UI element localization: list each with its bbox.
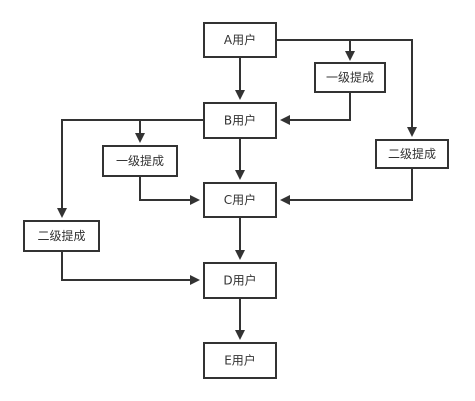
node-level1-commission-ab-label: 一级提成	[326, 70, 374, 85]
edge-b-to-level1-commission-bc	[135, 119, 204, 143]
node-d-user-label: D用户	[223, 273, 256, 288]
node-e-user-label: E用户	[224, 353, 256, 368]
edges	[57, 39, 417, 340]
node-d-user: D用户	[203, 262, 277, 299]
node-c-user-label: C用户	[224, 192, 256, 207]
node-a-user: A用户	[203, 22, 277, 58]
node-level2-commission-ac-label: 二级提成	[388, 146, 436, 161]
edge-a-to-level2-commission-ac	[276, 39, 417, 137]
edge-level1-commission-bc-to-c	[139, 176, 200, 205]
node-level1-commission-bc-label: 一级提成	[116, 153, 164, 168]
node-e-user: E用户	[203, 342, 277, 379]
node-b-user-label: B用户	[224, 113, 256, 128]
node-b-user: B用户	[203, 102, 277, 139]
node-level1-commission-bc: 一级提成	[102, 145, 178, 177]
edge-level1-commission-ab-to-b	[280, 92, 351, 125]
edge-level2-commission-bd-to-d	[61, 251, 200, 285]
node-a-user-label: A用户	[224, 32, 256, 47]
node-level2-commission-bd-label: 二级提成	[37, 228, 85, 243]
node-level1-commission-ab: 一级提成	[314, 62, 386, 93]
edge-level2-commission-ac-to-c	[280, 168, 413, 205]
node-level2-commission-ac: 二级提成	[375, 139, 449, 169]
edge-a-to-level1-commission-ab	[276, 39, 355, 61]
edge-b-to-level2-commission-bd	[57, 119, 204, 218]
node-level2-commission-bd: 二级提成	[23, 220, 100, 252]
node-c-user: C用户	[203, 182, 277, 218]
